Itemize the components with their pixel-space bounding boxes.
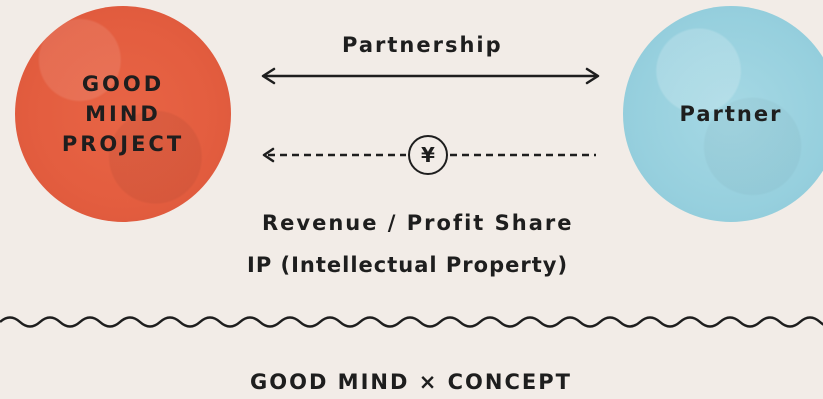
- revenue-profit-share-label: Revenue / Profit Share: [262, 211, 574, 235]
- concept-title: GOOD MIND × CONCEPT: [250, 370, 572, 394]
- partnership-label: Partnership: [342, 33, 503, 57]
- yen-icon: ¥: [408, 135, 448, 175]
- payment-dashed-arrow: [262, 147, 596, 163]
- good-mind-project-node: GOOD MIND PROJECT: [15, 6, 231, 222]
- partnership-double-arrow: [261, 67, 600, 85]
- partner-label: Partner: [679, 102, 783, 126]
- partner-node: Partner: [623, 6, 823, 222]
- wavy-divider: [0, 316, 823, 328]
- good-mind-project-label: GOOD MIND PROJECT: [61, 72, 185, 156]
- intellectual-property-label: IP (Intellectual Property): [247, 253, 569, 277]
